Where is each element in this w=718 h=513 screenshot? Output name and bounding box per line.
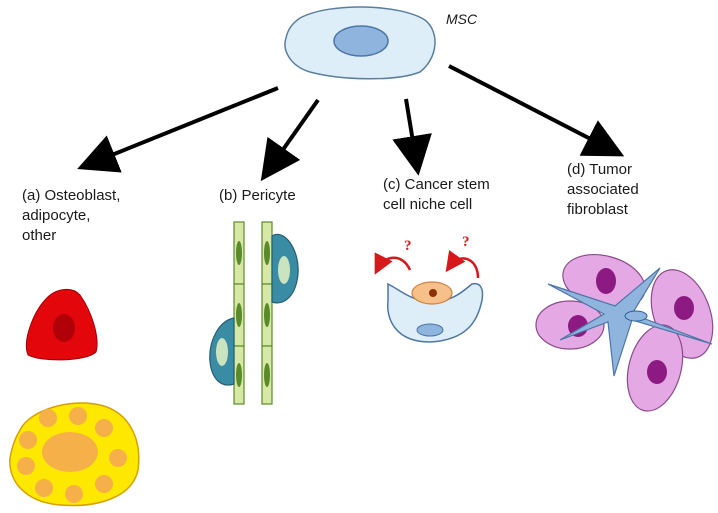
question-mark-left: ?: [404, 238, 412, 254]
label-pericyte: (b) Pericyte: [219, 187, 296, 204]
cancer-stem-cell: [411, 281, 453, 305]
label-cancer-stem-niche: (c) Cancer stem cell niche cell: [383, 176, 490, 213]
niche-cell-nucleus: [416, 323, 444, 337]
fibroblast-stellate-cell: [547, 267, 713, 377]
question-mark-right: ?: [462, 234, 470, 250]
niche-cell: [387, 282, 484, 343]
osteoblast-cell: [26, 288, 98, 361]
arrow-to-b: [260, 98, 320, 182]
arrow-to-d: [448, 64, 625, 157]
pericyte-cell-upper: [271, 233, 299, 304]
msc-cell: [284, 6, 436, 80]
adipocyte-lipid: [42, 432, 98, 472]
question-arrow-right: [445, 250, 480, 279]
fibroblast-cell-4: [626, 324, 684, 412]
arrow-to-a: [77, 86, 279, 173]
question-arrow-left: [374, 252, 412, 275]
label-osteoblast: (a) Osteoblast, adipocyte, other: [22, 187, 121, 244]
msc-label: MSC: [446, 11, 478, 27]
msc-nucleus: [333, 25, 389, 57]
vessel-left: [233, 221, 245, 405]
label-fibroblast: (d) Tumor associated fibroblast: [567, 161, 639, 218]
adipocyte-cell: [9, 402, 140, 507]
arrow-to-c: [392, 98, 432, 176]
osteoblast-nucleus: [53, 314, 75, 342]
vessel-right: [261, 221, 273, 405]
pericyte-cell-lower: [209, 317, 235, 386]
